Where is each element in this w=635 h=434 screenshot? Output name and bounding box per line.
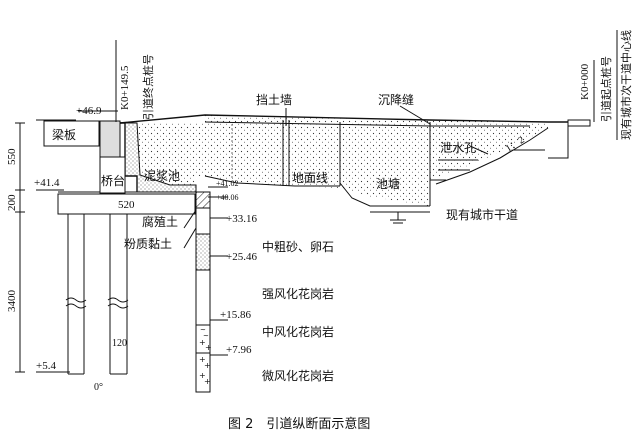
elev-33-16: +33.16 <box>226 213 257 225</box>
end-station: K0+149.5 <box>119 65 131 110</box>
retaining-wall-label: 挡土墙 <box>256 93 292 107</box>
beam-label: 梁板 <box>52 127 76 142</box>
bridge-structure <box>43 120 197 375</box>
pond-label: 池塘 <box>376 176 400 191</box>
ground-line-label: 地面线 <box>292 171 328 185</box>
dim-200: 200 <box>6 194 18 211</box>
svg-text:+: + <box>199 338 206 347</box>
dim-550: 550 <box>6 148 18 165</box>
svg-text:+: + <box>204 377 211 386</box>
station-labels: K0+149.5 引道终点桩号 K0+000 引道起点桩号 现有城市次干道中心线 <box>119 30 633 140</box>
svg-text:~: ~ <box>203 332 209 340</box>
strong-granite-label: 强风化花岗岩 <box>262 286 334 301</box>
elev-7-96: +7.96 <box>226 344 252 356</box>
start-station-name: 引道起点桩号 <box>599 56 613 122</box>
svg-text:+: + <box>204 361 211 370</box>
structure-labels: 梁板 桥台 泥浆池 挡土墙 沉降缝 泄水孔 地面线 池塘 现有城市干道 <box>52 92 518 222</box>
elev-41-4: +41.4 <box>34 177 60 189</box>
humus-label: 腐殖土 <box>142 214 178 229</box>
angle-label: 0° <box>94 382 103 393</box>
svg-text:+: + <box>199 371 206 380</box>
elev-25-46: +25.46 <box>226 251 257 263</box>
svg-text:+: + <box>199 355 206 364</box>
dim-3400: 3400 <box>6 290 18 313</box>
station-lines <box>115 30 618 140</box>
start-station: K0+000 <box>579 63 591 100</box>
abutment-label: 桥台 <box>101 173 125 188</box>
silty-clay-label: 粉质黏土 <box>124 237 172 251</box>
slight-granite-label: 微风化花岗岩 <box>262 368 334 383</box>
medium-granite-label: 中风化花岗岩 <box>262 324 334 339</box>
label-leaders <box>78 105 489 249</box>
elev-40-06: +40.06 <box>216 193 239 202</box>
elevation-labels: +46.9 +41.4 +41.02 +40.06 +33.16 +25.46 … <box>34 105 257 372</box>
road-center-name: 现有城市次干道中心线 <box>619 30 633 140</box>
drain-hole-label: 泄水孔 <box>440 141 476 155</box>
dim-520: 520 <box>118 199 135 211</box>
elev-5-4: +5.4 <box>36 360 56 372</box>
svg-text:~: ~ <box>200 326 206 334</box>
dimension-line-left <box>15 122 25 373</box>
figure-caption: 图 2 引道纵断面示意图 <box>228 416 370 432</box>
end-station-name: 引道终点桩号 <box>141 54 155 120</box>
dim-120: 120 <box>112 338 127 349</box>
settlement-joint-label: 沉降缝 <box>378 92 414 107</box>
elev-41-02: +41.02 <box>216 179 239 188</box>
borehole-column: ++ ++ ++ ~~ <box>195 191 212 393</box>
svg-text:+: + <box>205 343 212 352</box>
mud-pool-label: 泥浆池 <box>144 168 180 183</box>
elevation-ticks <box>36 119 228 373</box>
elev-15-86: +15.86 <box>220 309 251 321</box>
soil-layer-labels: 腐殖土 粉质黏土 中粗砂、卵石 强风化花岗岩 中风化花岗岩 微风化花岗岩 <box>124 214 334 383</box>
elev-46-9: +46.9 <box>76 105 102 117</box>
existing-road-label: 现有城市干道 <box>446 207 518 222</box>
embankment-fill <box>119 114 591 224</box>
sand-gravel-label: 中粗砂、卵石 <box>262 239 334 254</box>
